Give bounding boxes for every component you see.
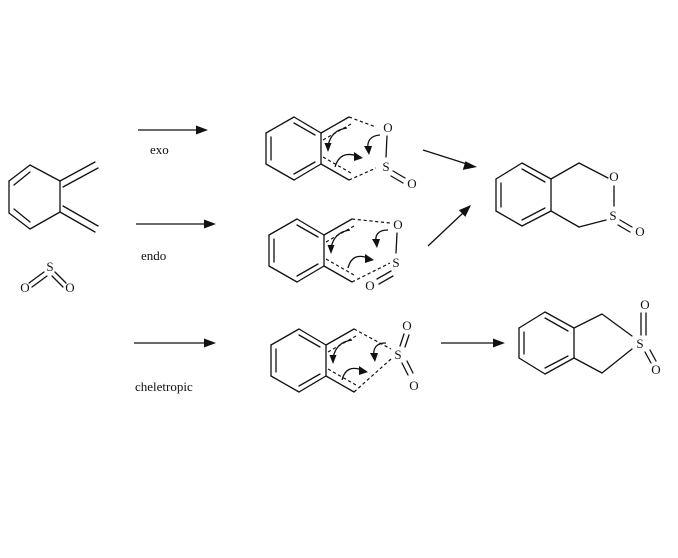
exo-label: exo xyxy=(150,142,169,157)
sulfolene-oxygen-atom-top: O xyxy=(640,297,649,312)
endo-arrow xyxy=(136,219,216,229)
cheletropic-ts-sulfur-atom: S xyxy=(394,347,401,362)
exo-transition-state: O S O xyxy=(265,116,417,191)
endo-label: endo xyxy=(141,248,166,263)
cheletropic-arrow xyxy=(134,338,216,348)
so2-oxygen-atom-right: O xyxy=(65,280,74,295)
cheletropic-to-product-arrow xyxy=(441,338,505,348)
diene-reactant-o-xylylene xyxy=(8,161,99,233)
sultine-oxo-oxygen-atom: O xyxy=(635,224,644,239)
sulfolene-product: S O O xyxy=(518,297,661,377)
exo-to-product-arrow xyxy=(422,149,477,170)
sulfur-dioxide-reactant: S O O xyxy=(20,259,74,295)
endo-ts-sulfur-atom: S xyxy=(392,255,399,270)
cheletropic-ts-oxygen-atom-bottom: O xyxy=(409,378,418,393)
cheletropic-label: cheletropic xyxy=(135,379,193,394)
sulfolene-sulfur-atom: S xyxy=(636,336,643,351)
endo-ts-oxo-oxygen-atom: O xyxy=(365,278,374,293)
so2-oxygen-atom-left: O xyxy=(20,280,29,295)
exo-ts-oxygen-atom: O xyxy=(383,120,392,135)
so2-sulfur-atom: S xyxy=(46,259,53,274)
endo-transition-state: O S O xyxy=(268,217,403,293)
sulfolene-oxygen-atom-bottom: O xyxy=(651,362,660,377)
sultine-sulfur-atom: S xyxy=(609,208,616,223)
exo-arrow xyxy=(138,125,208,135)
sultine-product: O S O xyxy=(495,162,645,239)
exo-ts-oxo-oxygen-atom: O xyxy=(407,176,416,191)
exo-ts-sulfur-atom: S xyxy=(382,159,389,174)
sultine-oxygen-atom: O xyxy=(609,169,618,184)
cheletropic-ts-oxygen-atom-top: O xyxy=(402,318,411,333)
cheletropic-transition-state: S O O xyxy=(270,318,419,393)
endo-to-product-arrow xyxy=(427,205,471,247)
endo-ts-oxygen-atom: O xyxy=(393,217,402,232)
